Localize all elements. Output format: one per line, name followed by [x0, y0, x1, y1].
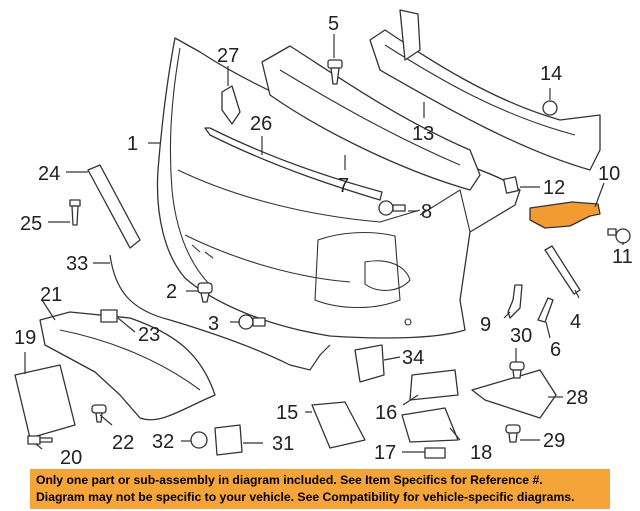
callout-7: 7: [338, 175, 349, 197]
callout-labels: 1 2 3 4 5 6 7 8 9 10 11 12 13 14 15 16 1…: [14, 13, 633, 469]
callout-31: 31: [272, 433, 294, 455]
callout-19: 19: [14, 327, 36, 349]
cover-16: [409, 369, 459, 401]
nut-14: [542, 100, 558, 116]
bracket-10-highlighted: [529, 201, 601, 229]
bracket-28: [471, 369, 557, 419]
callout-12: 12: [543, 177, 565, 199]
bracket-18: [401, 407, 459, 443]
callout-21: 21: [40, 284, 62, 306]
callout-33: 33: [66, 253, 88, 275]
callout-8: 8: [421, 201, 432, 223]
bolt-8: [378, 200, 406, 216]
bracket-24: [87, 164, 141, 249]
callout-9: 9: [480, 314, 491, 336]
callout-5: 5: [328, 13, 339, 35]
bracket-23: [100, 309, 118, 323]
callout-30: 30: [510, 325, 532, 347]
callout-1: 1: [127, 133, 138, 155]
callout-2: 2: [166, 281, 177, 303]
retainer-12: [503, 176, 519, 194]
bolt-11: [607, 228, 631, 244]
callout-20: 20: [60, 447, 82, 469]
clip-29: [505, 424, 521, 443]
license-plate-bracket-19: [14, 364, 76, 439]
absorber-26: [204, 127, 383, 201]
strip-4: [544, 245, 581, 295]
callout-24: 24: [38, 163, 60, 185]
lower-cover-21: [39, 311, 216, 421]
cap-17: [424, 447, 446, 459]
callout-16: 16: [375, 402, 397, 424]
callout-10: 10: [598, 163, 620, 185]
callout-22: 22: [112, 432, 134, 454]
clip-5: [327, 59, 343, 85]
bracket-27: [221, 85, 241, 125]
callout-18: 18: [470, 442, 492, 464]
callout-4: 4: [570, 311, 581, 333]
callout-27: 27: [217, 45, 239, 67]
screw-20: [27, 435, 53, 445]
fog-cover-15: [311, 401, 366, 449]
screw-9: [507, 284, 523, 319]
callout-15: 15: [276, 402, 298, 424]
clip-22: [91, 404, 107, 423]
harness-33: [109, 254, 331, 371]
callout-29: 29: [543, 430, 565, 452]
reinforcement-13: [369, 29, 601, 171]
callout-26: 26: [250, 113, 272, 135]
bolt-25: [69, 199, 81, 226]
sensor-31: [214, 424, 243, 456]
callout-13: 13: [412, 123, 434, 145]
clip-2: [197, 282, 213, 303]
callout-3: 3: [208, 313, 219, 335]
notice-line-1: Only one part or sub-assembly in diagram…: [36, 473, 543, 487]
callout-32: 32: [152, 431, 174, 453]
callout-14: 14: [540, 63, 562, 85]
notice-banner: Only one part or sub-assembly in diagram…: [30, 469, 610, 509]
callout-23: 23: [138, 324, 160, 346]
clip-30: [509, 361, 525, 379]
callout-17: 17: [374, 442, 396, 464]
grommet-32: [190, 431, 208, 449]
sensor-34: [354, 344, 385, 383]
screw-6: [537, 297, 554, 323]
callout-6: 6: [550, 339, 561, 361]
callout-25: 25: [20, 213, 42, 235]
callout-28: 28: [566, 387, 588, 409]
bumper-cover-drawing: [156, 37, 521, 339]
callout-34: 34: [402, 347, 424, 369]
callout-11: 11: [612, 246, 633, 268]
leader-lines: [24, 34, 624, 453]
notice-line-2: Diagram may not be specific to your vehi…: [36, 490, 575, 504]
